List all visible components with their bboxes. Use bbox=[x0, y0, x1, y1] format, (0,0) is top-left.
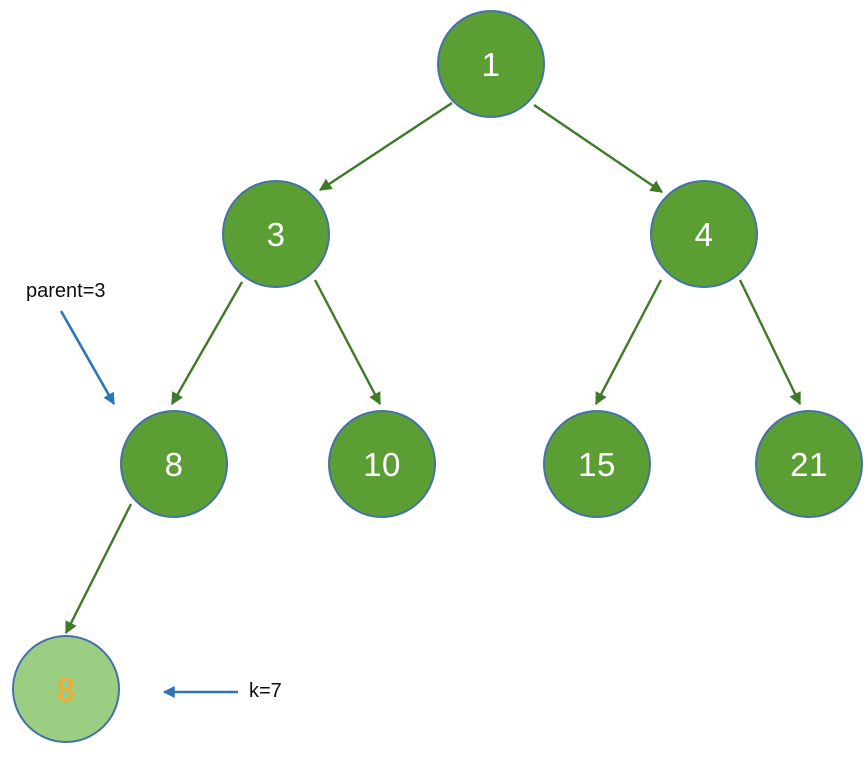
tree-edge-n3-n8 bbox=[170, 281, 244, 406]
tree-node-8-inserted[interactable]: 8 bbox=[12, 635, 120, 743]
tree-node-label: 21 bbox=[790, 445, 828, 483]
tree-node-label: 8 bbox=[164, 445, 184, 483]
tree-node-label: 15 bbox=[578, 445, 616, 483]
tree-node-8[interactable]: 8 bbox=[120, 410, 228, 518]
tree-node-21[interactable]: 21 bbox=[755, 410, 863, 518]
tree-edge-n3-n10 bbox=[313, 279, 382, 406]
tree-edge-n1-n4 bbox=[533, 104, 664, 193]
tree-node-4[interactable]: 4 bbox=[650, 180, 758, 288]
annotation-arrow-group bbox=[59, 310, 238, 698]
annotation-label-k: k=7 bbox=[249, 680, 282, 702]
tree-edge-group bbox=[64, 101, 802, 635]
tree-node-15[interactable]: 15 bbox=[543, 410, 651, 518]
tree-node-label: 1 bbox=[481, 45, 501, 83]
tree-node-label: 10 bbox=[363, 445, 401, 483]
tree-edge-n1-n3 bbox=[318, 101, 453, 192]
annotation-label-parent: parent=3 bbox=[26, 280, 106, 302]
tree-node-10[interactable]: 10 bbox=[328, 410, 436, 518]
tree-node-label: 8 bbox=[56, 670, 76, 708]
tree-node-3[interactable]: 3 bbox=[222, 180, 330, 288]
tree-node-1[interactable]: 1 bbox=[437, 10, 545, 118]
tree-node-label: 3 bbox=[266, 215, 286, 253]
annotation-arrow-parent-icon bbox=[59, 310, 116, 406]
tree-edge-n8-nk bbox=[64, 503, 133, 635]
tree-edge-n4-n21 bbox=[738, 279, 802, 406]
tree-edge-n4-n15 bbox=[594, 279, 663, 406]
tree-node-label: 4 bbox=[694, 215, 714, 253]
